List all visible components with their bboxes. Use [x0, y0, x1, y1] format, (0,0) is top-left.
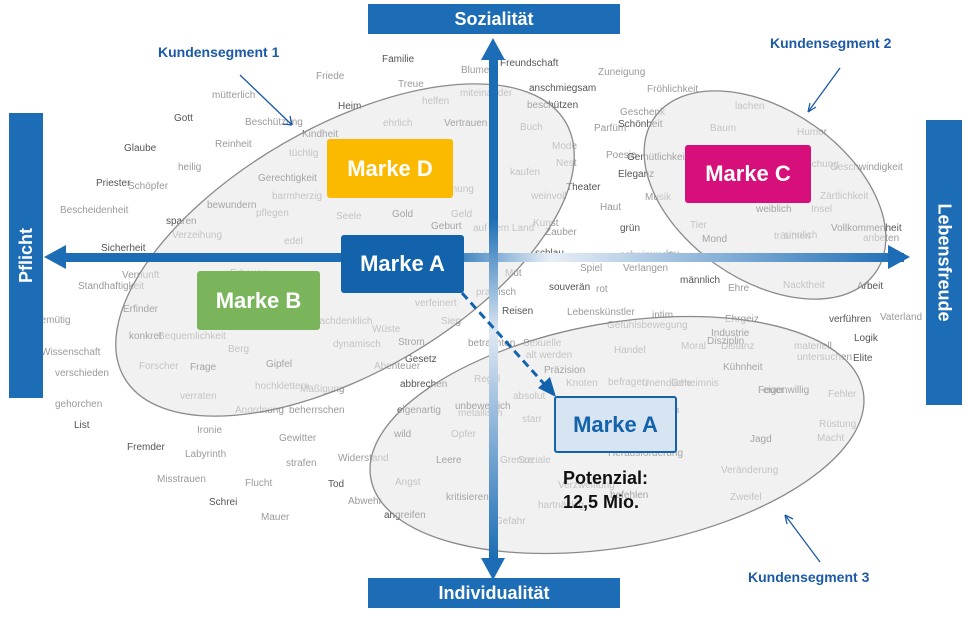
axis-label-right: Lebensfreude [926, 120, 962, 405]
cloud-word: Widerstand [338, 453, 389, 464]
brand-move-arrowhead [538, 377, 556, 397]
axis-label-bottom-text: Individualität [438, 582, 550, 603]
cloud-word: beschützen [527, 100, 578, 111]
axis-label-left-text: Pflicht [15, 227, 36, 284]
cloud-word: Familie [382, 54, 415, 65]
cloud-word: Tod [328, 479, 344, 490]
cloud-word: grün [620, 223, 640, 234]
cloud-word: Theater [566, 182, 601, 193]
cloud-word: Blume [461, 65, 490, 76]
cloud-word: Wissenschaft [41, 347, 101, 358]
cloud-word: Heim [338, 101, 361, 112]
axis-label-top-text: Sozialität [454, 8, 534, 29]
axis-label-right-text: Lebensfreude [934, 203, 955, 322]
cloud-word: Schönheit [618, 119, 663, 130]
cloud-word: Verlangen [623, 263, 668, 274]
brand-box-a: Marke A [341, 235, 464, 293]
cloud-word: Sicherheit [101, 243, 146, 254]
cloud-word: Logik [854, 333, 879, 344]
potential-label: Potenzial: 12,5 Mio. [563, 466, 648, 514]
cloud-word: Mauer [261, 512, 290, 523]
brand-box-c: Marke C [685, 145, 811, 203]
cloud-word: Gewitter [279, 433, 317, 444]
cloud-word: Ehre [728, 283, 750, 294]
cloud-word: Geschwindigkeit [830, 162, 903, 173]
cloud-word: mütterlich [212, 90, 255, 101]
cloud-word: Eleganz [618, 169, 654, 180]
cloud-word: beherrschen [289, 405, 345, 416]
cloud-word: Gesetz [405, 354, 437, 365]
brand-box-b: Marke B [197, 271, 320, 330]
cloud-word: rot [596, 284, 608, 295]
cloud-word: Schrei [209, 497, 237, 508]
axis-label-left: Pflicht [9, 113, 43, 398]
cloud-word: Geschenk [620, 107, 666, 118]
cloud-word: Ironie [197, 425, 222, 436]
segment-pointer-arrows [239, 67, 841, 563]
cloud-word: heilig [178, 162, 201, 173]
cloud-word: Labyrinth [185, 449, 226, 460]
cloud-word: Arbeit [857, 281, 883, 292]
brand-move-arrow [460, 291, 548, 388]
axis-arrow-down [481, 558, 505, 580]
cloud-word: strafen [286, 458, 317, 469]
segment-label-1: Kundensegment 1 [158, 44, 280, 60]
cloud-word: Gott [174, 113, 193, 124]
cloud-word: Friede [316, 71, 345, 82]
cloud-word: Flucht [245, 478, 272, 489]
cloud-word: Abenteuer [374, 361, 421, 372]
cloud-word: Poesie [606, 150, 637, 161]
cloud-word: Spiel [580, 263, 602, 274]
cloud-word: abbrechen [400, 379, 447, 390]
cloud-word: Haut [600, 202, 621, 213]
cloud-word: Vaterland [880, 312, 922, 323]
cloud-word: Lebenskünstler [567, 307, 635, 318]
vertical-axis [489, 58, 498, 558]
cloud-word: Parfüm [594, 123, 626, 134]
cloud-word: intim [652, 310, 673, 321]
cloud-word: Beschützung [245, 117, 303, 128]
cloud-word: Abwehr [348, 496, 383, 507]
axis-arrow-up [481, 38, 505, 60]
potential-value: 12,5 Mio. [563, 492, 640, 512]
cloud-word: List [74, 420, 90, 431]
horizontal-axis [62, 253, 904, 262]
cloud-word: Fröhlichkeit [647, 84, 698, 95]
cloud-word: verschieden [55, 368, 109, 379]
cloud-word: Fremder [127, 442, 165, 453]
brand-box-d: Marke D [327, 139, 453, 198]
cloud-word: Reinheit [215, 139, 252, 150]
cloud-word: souverän [549, 282, 590, 293]
potential-title: Potenzial: [563, 468, 649, 488]
brand-box-a-target: Marke A [554, 396, 677, 453]
cloud-word: anschmiegsam [529, 83, 596, 94]
cloud-word: Glaube [124, 143, 157, 154]
cloud-word: Zauber [545, 227, 577, 238]
cloud-word: Standhaftigkeit [78, 281, 144, 292]
segment-label-3: Kundensegment 3 [748, 569, 870, 585]
cloud-word: Priester [96, 178, 131, 189]
cloud-word: Freundschaft [500, 58, 559, 69]
cloud-word: Reisen [502, 306, 533, 317]
cloud-word: Zuneigung [598, 67, 645, 78]
axis-label-top: Sozialität [368, 4, 620, 34]
cloud-word: Elite [853, 353, 873, 364]
axis-arrow-right [888, 245, 910, 269]
axis-arrow-left [44, 245, 66, 269]
cloud-word: Schöpfer [128, 181, 169, 192]
cloud-word: gehorchen [55, 399, 102, 410]
cloud-word: Treue [398, 79, 424, 90]
cloud-word: männlich [680, 275, 720, 286]
cloud-word: verführen [829, 314, 871, 325]
axis-label-bottom: Individualität [368, 578, 620, 608]
segment-label-2: Kundensegment 2 [770, 35, 892, 51]
cloud-word: Bescheidenheit [60, 205, 129, 216]
cloud-word: demütig [35, 315, 71, 326]
cloud-word: Misstrauen [157, 474, 206, 485]
